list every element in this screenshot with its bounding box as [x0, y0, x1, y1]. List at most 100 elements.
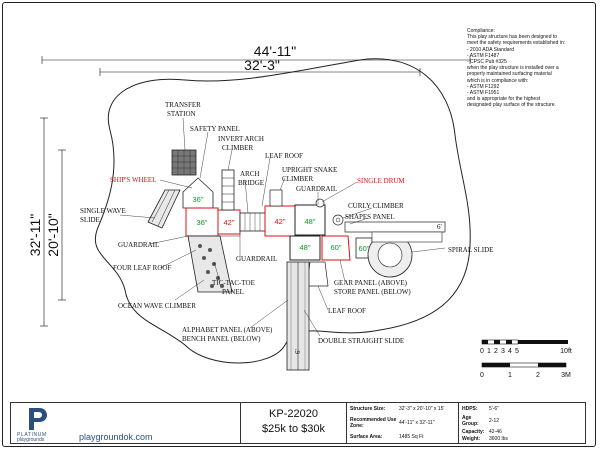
single-drum	[315, 198, 325, 208]
spec-structure-size: 32'-3" x 20'-10" x 15'	[399, 406, 445, 412]
slide-mark-spiral: 6'	[437, 223, 442, 231]
structure-depth-label: 20'-10"	[45, 213, 61, 256]
deck-height-60-right: 60"	[358, 244, 369, 253]
dimension-structure-width	[99, 68, 421, 76]
dimension-overall-width	[41, 56, 471, 64]
spec-weight: 3600 lbs	[489, 436, 508, 442]
scale-feet-5: 5	[515, 348, 519, 355]
slide-mark-double: 6'	[294, 349, 302, 354]
label-shapes-panel: SHAPES PANEL	[345, 213, 395, 221]
website-text: playgroundok.com	[79, 432, 153, 442]
compliance-line: properly maintained surfacing material	[467, 71, 552, 78]
label-leaf-roof-top: LEAF ROOF	[265, 152, 303, 160]
scale-bar-meters	[481, 362, 567, 368]
scale-bar-feet	[481, 339, 568, 345]
deck-height-60-left: 60"	[330, 243, 341, 252]
spec-surface-area-label: Surface Area:	[350, 434, 383, 440]
scale-feet-3: 3	[501, 348, 505, 355]
label-spiral-slide: SPIRAL SLIDE	[448, 246, 493, 254]
compliance-line: - CPSC Pub #325	[467, 59, 507, 66]
overall-width-label: 44'-11"	[254, 43, 296, 59]
drawing-sheet	[2, 2, 596, 447]
scale-feet-end: 10ft	[560, 348, 572, 355]
deck-height-42-left: 42"	[223, 218, 234, 227]
brand-name-line1: PLATINUM	[17, 432, 47, 438]
invert-arch-climber	[221, 169, 235, 211]
scale-meter-1: 1	[508, 372, 512, 379]
scale-feet-1: 1	[487, 348, 491, 355]
compliance-line: when the play structure is installed ove…	[467, 65, 559, 72]
label-invert-arch-2: CLIMBER	[222, 144, 253, 152]
label-gear-panel: GEAR PANEL (ABOVE)	[334, 279, 408, 287]
deck-height-36-upper: 36"	[192, 195, 203, 204]
scale-meter-0: 0	[480, 372, 484, 379]
compliance-line: - ASTM F1951	[467, 90, 500, 97]
label-single-wave-2: SLIDE	[80, 216, 100, 224]
label-ships-wheel: SHIP'S WHEEL	[110, 176, 156, 184]
label-invert-arch-1: INVERT ARCH	[218, 135, 264, 143]
label-tic-tac-toe-1: TIC-TAC-TOE	[212, 279, 255, 287]
deck-height-36-lower: 36"	[196, 218, 207, 227]
overall-depth-label: 32'-11"	[27, 214, 43, 256]
label-bench-panel: BENCH PANEL (BELOW)	[182, 335, 261, 343]
spec-age-group-label: Age Group:	[462, 415, 479, 427]
deck-48-lower	[289, 235, 321, 261]
spec-use-zone-label: Recommended Use Zone:	[350, 417, 397, 429]
scale-feet-2: 2	[494, 348, 498, 355]
label-store-panel: STORE PANEL (BELOW)	[334, 288, 411, 296]
model-number: KP-22020	[269, 408, 318, 420]
brand-cell: PLATINUM playgrounds playgroundok.com	[11, 403, 241, 443]
compliance-line: - ASTM F1292	[467, 83, 500, 90]
label-leaf-roof-bottom: LEAF ROOF	[328, 307, 366, 315]
model-cell: KP-22020 $25k to $30k	[241, 403, 347, 443]
leaf-roof-bottom	[306, 261, 329, 287]
compliance-line: This play structure has been designed to	[467, 34, 558, 41]
label-arch-bridge-2: BRIDGE	[238, 179, 264, 187]
compliance-line: and is appropriate for the highest	[467, 96, 541, 103]
spec-surface-area: 1485 Sq Ft	[399, 434, 424, 440]
deck-height-42-right: 42"	[274, 217, 285, 226]
deck-height-48-lower: 48"	[299, 243, 310, 252]
spec-structure-size-label: Structure Size:	[350, 406, 386, 412]
deck-48-upper	[294, 204, 326, 236]
label-double-straight-slide: DOUBLE STRAIGHT SLIDE	[318, 337, 404, 345]
label-curly-climber: CURLY CLIMBER	[348, 202, 404, 210]
structure-width-label: 32'-3"	[244, 57, 280, 73]
platinum-logo-icon	[29, 408, 47, 430]
deck-60-left	[321, 235, 351, 261]
label-guardrail-left: GUARDRAIL	[118, 241, 159, 249]
scale-feet-4: 4	[508, 348, 512, 355]
deck-height-48-upper: 48"	[304, 217, 315, 226]
compliance-line: which is in compliance with:	[467, 77, 529, 84]
compliance-line: - ASTM F1487	[467, 52, 500, 59]
spec-age-group: 2-12	[489, 418, 500, 424]
spec-capacity: 42-46	[489, 429, 502, 435]
spec-hdps-label: HDPS:	[462, 406, 478, 412]
price-range: $25k to $30k	[262, 423, 325, 435]
label-arch-bridge-1: ARCH	[240, 170, 259, 178]
label-guardrail-top: GUARDRAIL	[296, 185, 337, 193]
label-safety-panel: SAFETY PANEL	[190, 125, 240, 133]
site-plan: 44'-11" 32'-3" 32'-11" 20'-10"	[27, 43, 572, 379]
label-upright-snake-1: UPRIGHT SNAKE	[282, 166, 337, 174]
arch-bridge	[239, 212, 266, 232]
title-block: PLATINUM playgrounds playgroundok.com KP…	[10, 402, 586, 444]
scale-meter-3: 3M	[561, 372, 571, 379]
label-transfer-station-1: TRANSFER	[165, 101, 201, 109]
use-zone-outline	[94, 58, 471, 364]
label-single-drum: SINGLE DRUM	[357, 177, 405, 185]
compliance-line: meet the safety requirements established…	[467, 40, 566, 47]
spec-weight-label: Weight:	[462, 436, 481, 442]
label-guardrail-mid: GUARDRAIL	[236, 255, 277, 263]
label-four-leaf-roof: FOUR LEAF ROOF	[113, 264, 171, 272]
label-tic-tac-toe-2: PANEL	[222, 288, 244, 296]
scale-feet-0: 0	[480, 348, 484, 355]
brand-name-line2: playgrounds	[17, 437, 45, 443]
leader-lines	[119, 117, 446, 337]
compliance-line: designated play surface of the structure…	[467, 102, 556, 109]
single-wave-slide	[147, 189, 181, 229]
label-alphabet-panel: ALPHABET PANEL (ABOVE)	[182, 326, 273, 334]
label-upright-snake-2: CLIMBER	[282, 175, 313, 183]
label-transfer-station-2: STATION	[167, 110, 196, 118]
spec-use-zone: 44'-11" x 32'-11"	[399, 420, 435, 426]
